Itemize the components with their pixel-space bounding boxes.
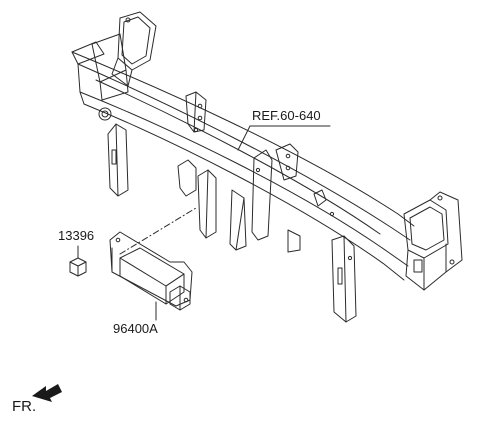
part-number-label: 96400A bbox=[113, 321, 158, 336]
bumper-beam bbox=[71, 41, 415, 281]
left-end-bracket bbox=[91, 11, 157, 101]
lower-bracket-center bbox=[177, 143, 327, 253]
lower-bracket-right bbox=[331, 235, 357, 323]
front-direction-label: FR. bbox=[12, 398, 37, 415]
ref-leader bbox=[237, 125, 331, 151]
assembly-centerline bbox=[119, 207, 197, 255]
sensor-module bbox=[109, 231, 193, 321]
part-number-label: 13396 bbox=[58, 228, 95, 243]
lower-bracket-left bbox=[107, 123, 129, 197]
lower-bracket-mid-left bbox=[185, 91, 207, 133]
nut-13396 bbox=[69, 245, 87, 277]
reference-label: REF.60-640 bbox=[252, 108, 321, 123]
right-end-bracket bbox=[403, 191, 463, 291]
front-direction-arrow-icon bbox=[32, 384, 62, 402]
